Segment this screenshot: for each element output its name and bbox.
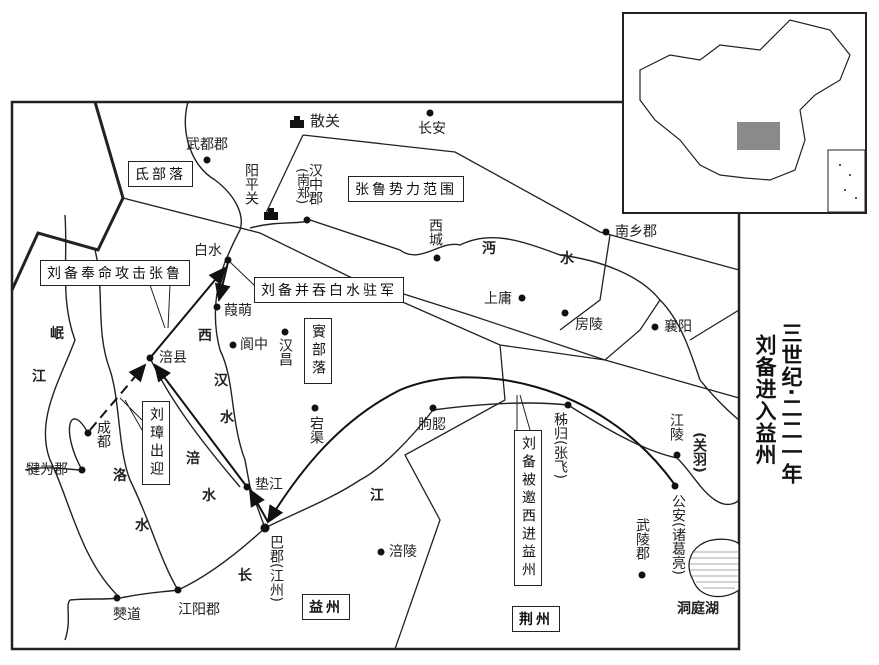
dongting-lake bbox=[688, 538, 740, 598]
label-shangyong: 上庸 bbox=[484, 291, 512, 307]
label-yangpingguan: 阳平关 bbox=[243, 163, 259, 205]
label-fuxian: 涪县 bbox=[159, 350, 187, 366]
inset-china-map bbox=[622, 12, 867, 214]
route-dianjiang-fuxian bbox=[153, 363, 248, 488]
route-fuxian-baishui bbox=[149, 266, 227, 359]
label-changan: 长安 bbox=[418, 121, 446, 137]
label-baishui: 白水 bbox=[194, 243, 222, 259]
label-chengdu: 成都 bbox=[95, 420, 111, 448]
region-cong-tribe: 賨部落 bbox=[304, 318, 332, 384]
tribal-boundary bbox=[10, 101, 125, 291]
label-sanguan: 散关 bbox=[310, 112, 341, 130]
title-subject: 刘备进入益州 bbox=[753, 334, 777, 466]
city-dots bbox=[78, 109, 681, 602]
label-guanyu: (关羽) bbox=[691, 432, 707, 473]
label-wuling: 武陵郡 bbox=[634, 518, 650, 560]
label-gongan: 公安(诸葛亮) bbox=[670, 494, 686, 575]
route-baishui-jiameng bbox=[214, 261, 231, 302]
pass-icons bbox=[264, 116, 304, 220]
route-bajun-dianjiang bbox=[249, 488, 269, 523]
annotation-annex-baishui: 刘备并吞白水驻军 bbox=[254, 277, 404, 303]
inset-highlight-region bbox=[737, 122, 780, 150]
label-nanzheng: (南郑) bbox=[294, 168, 309, 205]
label-dangqu: 宕渠 bbox=[308, 416, 324, 444]
political-boundaries bbox=[122, 134, 740, 650]
river-label-chang: 长 bbox=[238, 568, 252, 584]
river-label-minjiang: 江 bbox=[32, 369, 46, 385]
label-dianjiang: 垫江 bbox=[255, 477, 283, 493]
annotation-attack-zhanglu: 刘备奉命攻击张鲁 bbox=[40, 260, 190, 286]
label-bajun: 巴郡(江州) bbox=[268, 535, 284, 602]
river-label-han: 汉 bbox=[214, 373, 228, 389]
annotation-liuzhang-welcome: 刘璋出迎 bbox=[142, 401, 170, 485]
label-jiangling: 江陵 bbox=[668, 413, 684, 441]
label-bodao: 僰道 bbox=[113, 607, 141, 623]
sanguan-pass-icon bbox=[290, 116, 304, 128]
label-dongting: 洞庭湖 bbox=[677, 601, 719, 617]
label-fuling: 涪陵 bbox=[389, 544, 417, 560]
river-label-xi: 西 bbox=[198, 328, 212, 344]
label-hanzhong: 汉中郡 bbox=[307, 163, 323, 205]
label-langzhong: 阆中 bbox=[240, 337, 268, 353]
route-liuzhang bbox=[89, 363, 147, 431]
yangpingguan-pass-icon bbox=[264, 208, 278, 220]
label-qurong: 朐䏰 bbox=[418, 417, 446, 433]
label-xiangyang: 襄阳 bbox=[664, 319, 692, 335]
label-zigui: 秭归(张飞) bbox=[552, 412, 568, 479]
route-jingzhou-to-bajun bbox=[266, 376, 676, 524]
label-hanchang: 汉昌 bbox=[277, 338, 293, 366]
river-label-luoshui: 水 bbox=[135, 518, 149, 534]
region-di-tribe: 氐部落 bbox=[128, 161, 193, 187]
rivers bbox=[24, 101, 740, 641]
map-frame bbox=[10, 100, 741, 651]
river-label-mian-shui: 水 bbox=[560, 251, 574, 267]
routes bbox=[89, 261, 676, 524]
label-fangling: 房陵 bbox=[575, 317, 603, 333]
river-label-min: 岷 bbox=[50, 326, 64, 342]
river-label-mian: 沔 bbox=[482, 241, 496, 257]
title-period: 三世纪·二二一年 bbox=[779, 322, 803, 485]
river-label-fu: 涪 bbox=[186, 451, 200, 467]
region-jingzhou: 荆州 bbox=[512, 606, 560, 632]
river-label-xhs: 水 bbox=[220, 410, 234, 426]
map-title: 三世纪·二二一年 刘备进入益州 bbox=[752, 322, 804, 485]
region-zhanglu: 张鲁势力范围 bbox=[348, 176, 464, 202]
river-label-changjiang: 江 bbox=[370, 488, 384, 504]
callout-leaders bbox=[119, 261, 531, 431]
label-wudu: 武都郡 bbox=[186, 137, 228, 153]
region-yizhou: 益州 bbox=[302, 594, 350, 620]
label-nanxiang: 南乡郡 bbox=[615, 224, 657, 240]
label-jiangyang: 江阳郡 bbox=[178, 602, 220, 618]
river-label-luo: 洛 bbox=[113, 468, 127, 484]
river-label-fushui: 水 bbox=[202, 488, 216, 504]
label-xicheng: 西城 bbox=[427, 218, 443, 246]
label-jiameng: 葭萌 bbox=[224, 303, 252, 319]
label-qianwei: 犍为郡 bbox=[26, 462, 68, 478]
annotation-invited-west: 刘备被邀西进益州 bbox=[514, 430, 542, 586]
